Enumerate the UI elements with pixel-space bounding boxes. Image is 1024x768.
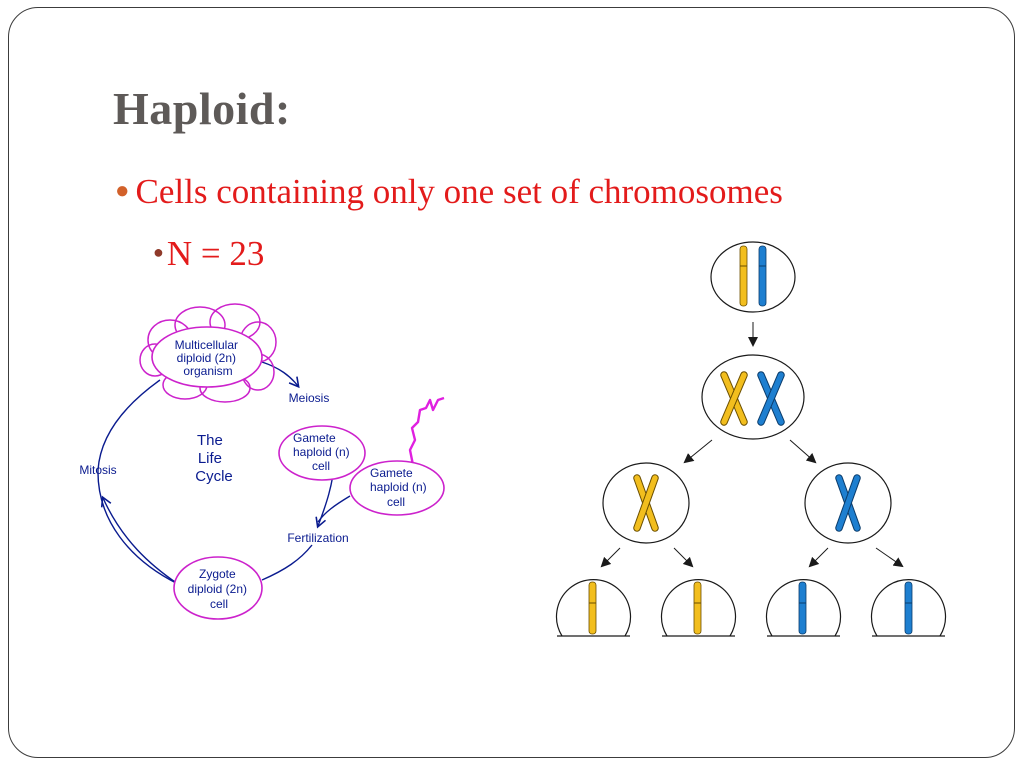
arrow-lr (673, 547, 694, 568)
multicellular-line: diploid (2n) (177, 351, 236, 365)
bullet-text: Cells containing only one set of chromos… (135, 172, 783, 211)
arrow-left (683, 439, 713, 464)
center-label: The (197, 432, 223, 449)
center-label: Life (198, 450, 222, 467)
daughter-cell-blue (804, 462, 892, 544)
multicellular-line: organism (183, 364, 232, 378)
gamete-cell-2 (660, 579, 737, 637)
blue-chromosome (758, 245, 767, 307)
multicellular-line: Multicellular (175, 338, 238, 352)
meiosis-label: Meiosis (289, 391, 330, 405)
slide-frame (8, 7, 1015, 758)
gamete2-line: Gamete (370, 466, 413, 480)
gamete-cell-4 (870, 579, 947, 637)
zygote-ellipse (173, 556, 263, 620)
gamete1-ellipse (278, 425, 366, 481)
cycle-arc-left (97, 379, 179, 585)
mitosis-label: Mitosis (79, 463, 116, 477)
slide-title: Haploid: (113, 83, 291, 134)
gamete2-ellipse (349, 460, 445, 516)
multicellular-ellipse (151, 326, 263, 388)
gamete2-line: cell (387, 495, 405, 509)
gamete1-line: Gamete (293, 431, 336, 445)
bullet-dot-icon: ● (115, 178, 130, 204)
gamete2-arrow (317, 495, 351, 523)
daughter-cell-yellow (602, 462, 690, 544)
blue-x-chromosome (757, 371, 785, 426)
svg-text:The Life Cycle: The Life Cycle (195, 432, 233, 485)
gamete1-line: cell (312, 459, 330, 473)
parent-cell (710, 241, 796, 313)
yellow-x-chromosome (720, 371, 748, 426)
cycle-arc-top-right (261, 361, 300, 389)
zygote-line: Zygote (199, 567, 236, 581)
gamete2-line: haploid (n) (370, 480, 427, 494)
gamete-cell-1 (555, 579, 632, 637)
arrow-rr (875, 547, 904, 568)
arrow-ll (600, 547, 621, 568)
arrow-rl (808, 547, 829, 568)
yellow-chromosome (739, 245, 748, 307)
svg-text:Gamete haploid (n) cel: Gamete haploid (n) cell (370, 466, 430, 509)
sub-bullet-item: ●N = 23 (153, 234, 264, 274)
svg-text:Multicellular diploid (2n): Multicellular diploid (2n) organism (175, 338, 242, 378)
gamete-cell-3 (765, 579, 842, 637)
zygote-line: cell (210, 597, 228, 611)
cycle-arc-bottom (261, 544, 313, 581)
mitosis-arrow (100, 495, 179, 585)
zygote-line: diploid (2n) (188, 582, 247, 596)
arrow-right (789, 439, 817, 464)
svg-text:Zygote diploid (2n) ce: Zygote diploid (2n) cell (188, 567, 251, 611)
bullet-dot-icon: ● (153, 242, 164, 262)
fertilization-label: Fertilization (287, 531, 348, 545)
svg-text:Gamete haploid (n) cel: Gamete haploid (n) cell (293, 431, 353, 473)
gamete1-line: haploid (n) (293, 445, 350, 459)
replicated-cell (701, 354, 805, 440)
center-label: Cycle (195, 468, 233, 485)
bullet-item: ●Cells containing only one set of chromo… (115, 172, 783, 212)
sub-bullet-text: N = 23 (166, 234, 265, 273)
sperm-tail (408, 396, 445, 466)
